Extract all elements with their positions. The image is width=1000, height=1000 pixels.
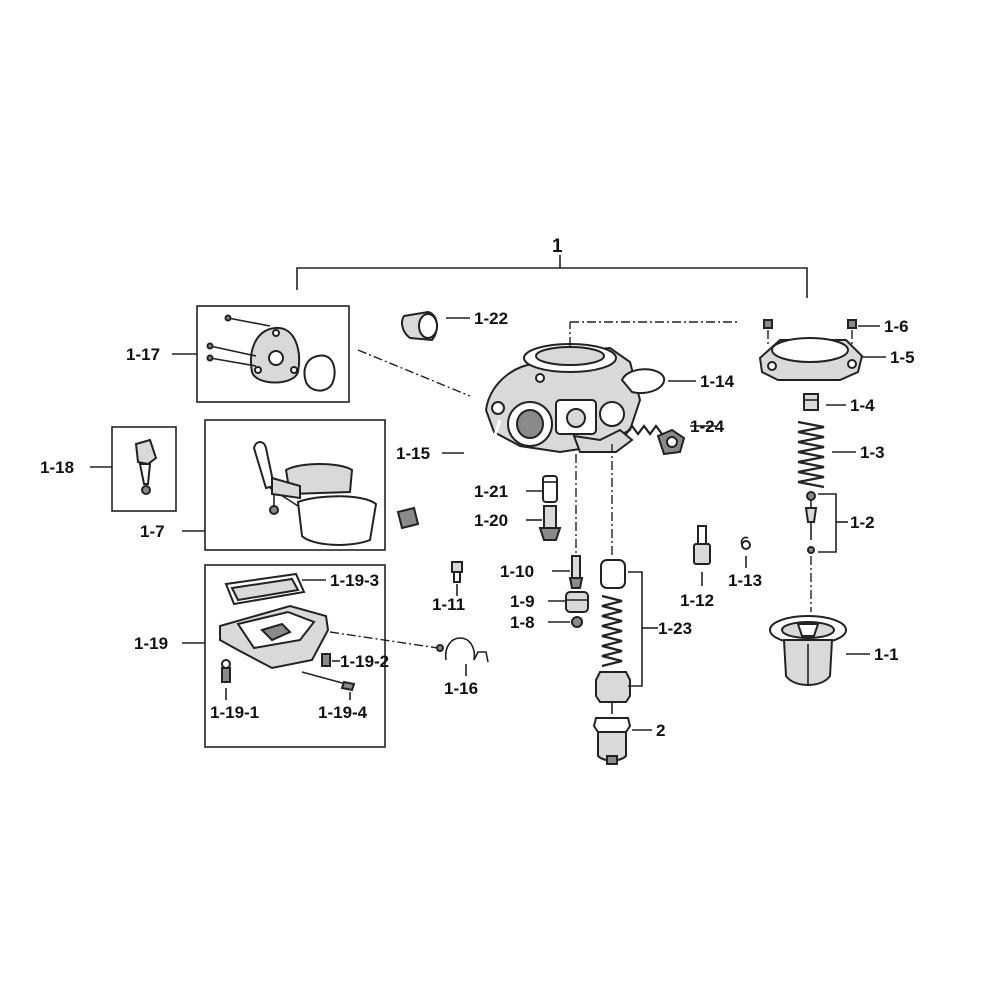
part-1-2 <box>804 491 818 554</box>
label-1-2: 1-2 <box>850 513 875 532</box>
carburetor-body <box>484 343 666 454</box>
part-1-7-group <box>204 419 386 551</box>
label-1-7: 1-7 <box>140 522 165 541</box>
part-1-9 <box>565 591 589 613</box>
part-2 <box>592 717 632 765</box>
label-1-10: 1-10 <box>500 562 534 581</box>
part-1-15-tube <box>396 419 502 530</box>
part-1-20 <box>538 505 562 541</box>
label-2: 2 <box>656 721 665 740</box>
label-1-12: 1-12 <box>680 591 714 610</box>
part-1-1 <box>769 615 847 686</box>
part-1-18-group <box>111 426 177 512</box>
part-1-21 <box>542 475 558 503</box>
part-1-17-group <box>196 305 350 403</box>
label-1-17: 1-17 <box>126 345 160 364</box>
label-1-3: 1-3 <box>860 443 885 462</box>
label-1-15: 1-15 <box>396 444 430 463</box>
label-1-19-2: 1-19-2 <box>340 652 389 671</box>
label-1-8: 1-8 <box>510 613 535 632</box>
label-1-19-4: 1-19-4 <box>318 703 368 722</box>
label-1-16: 1-16 <box>444 679 478 698</box>
part-1-11 <box>451 561 463 583</box>
label-1-18: 1-18 <box>40 458 74 477</box>
part-1-13 <box>740 536 751 550</box>
label-1-4: 1-4 <box>850 396 875 415</box>
label-1-23: 1-23 <box>658 619 692 638</box>
label-1-11: 1-11 <box>432 595 465 614</box>
part-1-19-group <box>204 564 386 748</box>
part-1-12 <box>693 525 711 565</box>
label-1-20: 1-20 <box>474 511 508 530</box>
label-1: 1 <box>552 236 563 257</box>
label-1-9: 1-9 <box>510 592 535 611</box>
part-1-8 <box>571 616 583 628</box>
part-1-5 <box>758 337 864 381</box>
part-1-3 <box>797 420 825 489</box>
label-1-19: 1-19 <box>134 634 168 653</box>
label-1-24: 1-24 <box>690 417 725 436</box>
label-1-6: 1-6 <box>884 317 909 336</box>
label-1-19-3: 1-19-3 <box>330 571 379 590</box>
part-1-23 <box>595 559 631 714</box>
label-1-1: 1-1 <box>874 645 899 664</box>
label-1-21: 1-21 <box>474 482 508 501</box>
part-1-24 <box>625 424 686 456</box>
label-1-14: 1-14 <box>700 372 735 391</box>
part-1-4 <box>803 393 819 411</box>
part-1-22 <box>401 310 438 342</box>
label-1-5: 1-5 <box>890 348 915 367</box>
label-1-22: 1-22 <box>474 309 508 328</box>
label-1-13: 1-13 <box>728 571 762 590</box>
part-1-16 <box>436 637 489 663</box>
assembly-bracket <box>296 255 808 298</box>
part-1-10 <box>568 555 584 589</box>
part-1-6 <box>763 319 857 329</box>
label-1-19-1: 1-19-1 <box>210 703 259 722</box>
